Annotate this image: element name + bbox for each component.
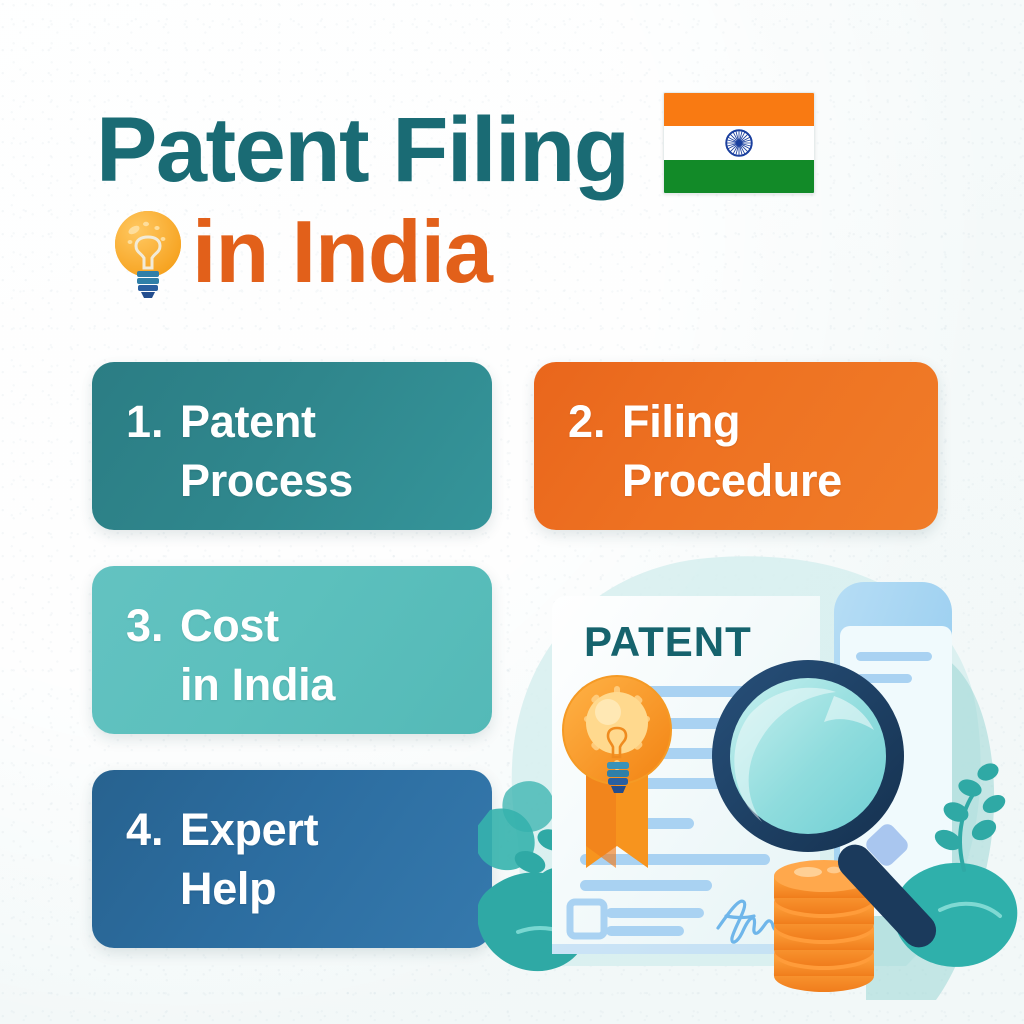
title-line-primary: Patent Filing — [96, 92, 976, 201]
certificate-title: PATENT — [584, 618, 752, 665]
lightbulb-medal — [586, 692, 648, 754]
card-label-line1: Patent — [180, 396, 316, 447]
title-line-secondary: in India — [96, 202, 976, 302]
flag-band-green — [663, 159, 814, 193]
page-title-sub: in India — [192, 202, 493, 301]
award-ribbon-badge — [562, 675, 672, 868]
card-label-line2: Help — [180, 863, 277, 915]
card-cost-in-india[interactable]: 3. Cost in India — [92, 566, 492, 734]
card-number: 3. — [126, 600, 164, 651]
ashoka-chakra-icon — [724, 129, 753, 157]
card-label: Filing Procedure — [568, 392, 938, 511]
card-label-line1: Expert — [180, 804, 319, 855]
card-label-line1: Filing — [622, 396, 741, 447]
patent-illustration: PATENT — [478, 540, 1024, 1000]
card-patent-process[interactable]: 1. Patent Process — [92, 362, 492, 530]
card-filing-procedure[interactable]: 2. Filing Procedure — [534, 362, 938, 530]
title-block: Patent Filing — [96, 92, 976, 302]
card-label: Expert Help — [126, 800, 492, 919]
card-label-line1: Cost — [180, 600, 279, 651]
magnifying-glass-icon — [712, 660, 937, 948]
card-label: Cost in India — [126, 596, 492, 715]
india-flag-icon — [662, 92, 815, 194]
card-label-line2: Process — [180, 455, 354, 507]
checkbox-icon — [566, 898, 608, 940]
card-label-line2: Procedure — [622, 455, 842, 507]
lightbulb-icon — [115, 211, 181, 298]
card-number: 1. — [126, 396, 164, 447]
page-title-main: Patent Filing — [96, 99, 630, 201]
card-expert-help[interactable]: 4. Expert Help — [92, 770, 492, 948]
card-label-line2: in India — [180, 659, 336, 711]
coin-stack — [774, 860, 874, 992]
card-number: 4. — [126, 804, 164, 855]
card-label: Patent Process — [126, 392, 492, 511]
flag-band-saffron — [663, 93, 814, 127]
card-number: 2. — [568, 396, 606, 447]
